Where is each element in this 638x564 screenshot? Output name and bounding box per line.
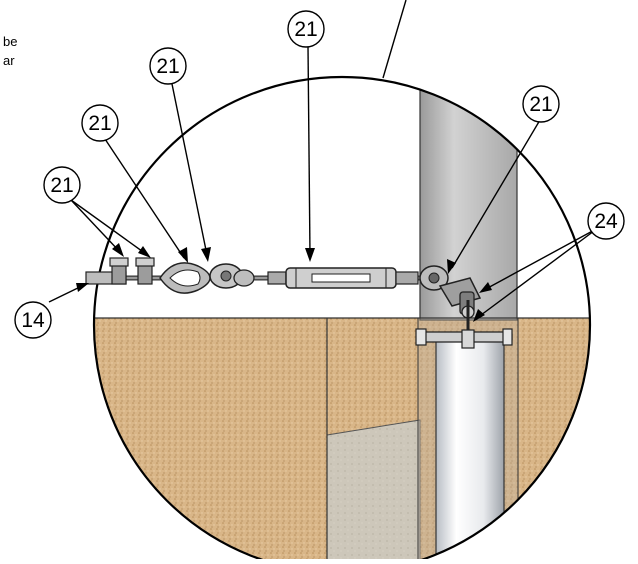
cable-assembly [85,257,482,349]
turnbuckle [267,267,419,289]
concrete-footing [326,419,421,564]
ground-sleeve [435,337,505,564]
detail-circle [92,75,592,564]
post-clamp [438,277,482,349]
leader-lines [48,0,599,319]
callout-7-label: 24 [594,210,618,233]
callout-1: 21 [287,10,325,48]
callout-7: 24 [587,202,625,240]
callout-1-label: 21 [294,18,317,41]
wire-clip [109,257,155,285]
callout-5: 21 [522,85,560,123]
leader-arrowheads [76,243,492,322]
callout-6-label: 14 [21,309,45,332]
callout-bubbles: 21 21 21 21 21 14 24 [14,10,625,339]
note-fragment-2: ar [3,53,15,68]
callout-4: 21 [43,166,81,204]
callout-3-label: 21 [88,112,111,135]
callout-2-label: 21 [156,55,179,78]
callout-5-label: 21 [529,93,552,116]
callout-4-label: 21 [50,174,73,197]
callout-2: 21 [149,47,187,85]
callout-6: 14 [14,301,52,339]
callout-3: 21 [81,104,119,142]
note-fragment-1: be [3,34,18,49]
